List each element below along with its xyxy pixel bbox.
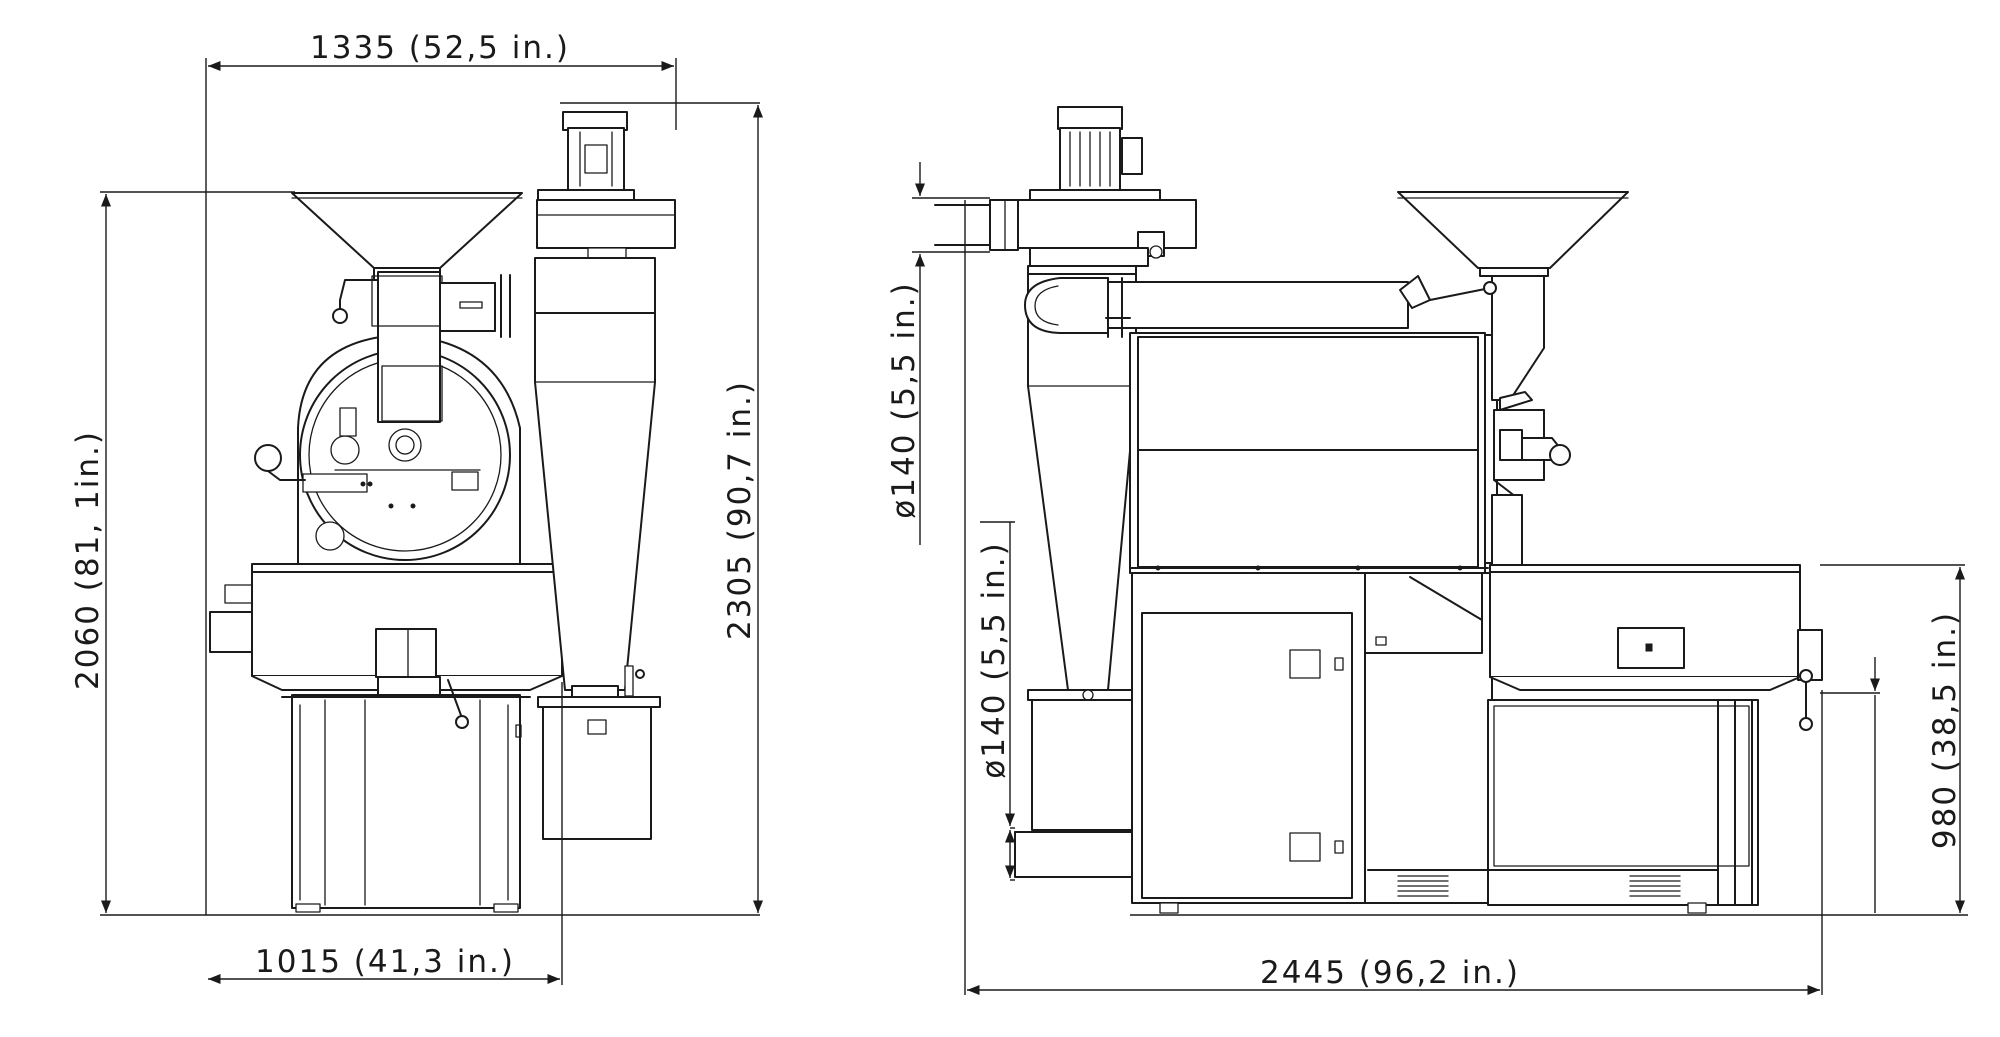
side-dimension-lines bbox=[912, 162, 1968, 996]
front-dimension-lines bbox=[100, 58, 764, 985]
side-cyclone bbox=[1014, 265, 1144, 878]
side-tray-base bbox=[1367, 699, 1759, 914]
chimney-diameter-lower-label: ø140 (5,5 in.) bbox=[976, 541, 1012, 778]
front-left-handle bbox=[254, 444, 306, 481]
side-air-duct bbox=[1024, 277, 1409, 338]
side-chimney bbox=[934, 199, 1019, 251]
front-base-cabinet bbox=[291, 694, 522, 913]
front-drum-body bbox=[297, 334, 521, 565]
front-cyclone bbox=[534, 312, 661, 840]
cooling-tray-height-label: 980 (38,5 in.) bbox=[1927, 611, 1963, 849]
front-bean-hopper bbox=[291, 192, 523, 423]
side-cooling-tray bbox=[1489, 564, 1823, 731]
chimney-diameter-upper-label: ø140 (5,5 in.) bbox=[886, 281, 922, 518]
total-height-label: 2305 (90,7 in.) bbox=[722, 380, 758, 640]
side-bean-hopper bbox=[1397, 191, 1629, 401]
front-height-label: 2060 (81, 1in.) bbox=[70, 430, 106, 690]
front-top-width-label: 1335 (52,5 in.) bbox=[310, 30, 570, 66]
front-motor-fan bbox=[534, 111, 676, 355]
side-front-controls bbox=[1491, 391, 1571, 566]
side-total-length-label: 2445 (96,2 in.) bbox=[1260, 955, 1520, 991]
side-view bbox=[912, 106, 1968, 996]
front-base-width-label: 1015 (41,3 in.) bbox=[255, 944, 515, 980]
front-view bbox=[100, 58, 764, 985]
side-motor-fan bbox=[1017, 106, 1197, 267]
front-cooling-tray bbox=[209, 563, 563, 729]
side-drum-housing bbox=[1129, 332, 1498, 574]
side-cabinet bbox=[1131, 572, 1493, 914]
